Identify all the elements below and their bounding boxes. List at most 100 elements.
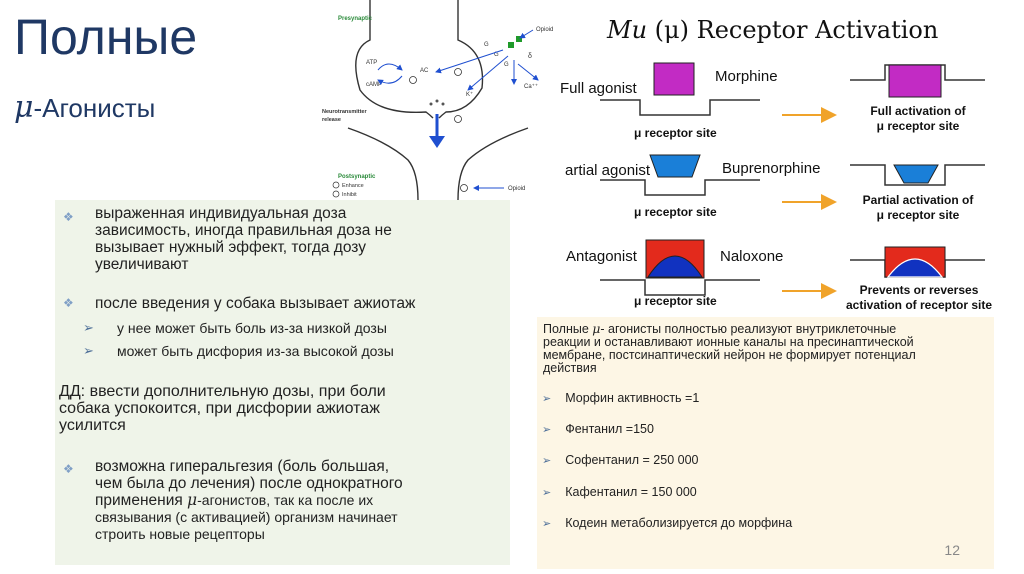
synapse-diagram: Presynaptic Opioid ATP AC cAMP K⁺ Ca⁺⁺ G… <box>322 0 553 200</box>
text-line: выраженная индивидуальная доза <box>95 205 347 222</box>
k-ion-label: K⁺ <box>466 91 473 98</box>
presynaptic-membrane <box>355 0 434 119</box>
inhibit-symbol <box>454 115 462 123</box>
diamond-bullet-icon: ❖ <box>63 296 74 310</box>
camp-label: cAMP <box>366 82 382 88</box>
reaction-arrow <box>377 63 403 71</box>
list-item-label: Фентанил =150 <box>565 422 654 436</box>
text-line: Полные μ- агонисты полностью реализуют в… <box>543 322 983 336</box>
postsynaptic-membrane <box>347 127 419 200</box>
arrow-bullet-icon: ➢ <box>542 487 552 499</box>
receptor-diagram-shapes <box>600 62 985 299</box>
buprenorphine-label: Buprenorphine <box>722 160 821 177</box>
receptor-site-shape <box>600 279 760 296</box>
buprenorphine-molecule <box>649 154 701 178</box>
text-line: activation of receptor site <box>845 298 993 312</box>
vesicle-dot <box>441 102 445 106</box>
text-line: Full activation of <box>870 104 966 118</box>
release-label: Neurotransmitter <box>322 109 367 115</box>
receptor-title: Mu (μ) Receptor Activation <box>607 16 938 44</box>
bound-morphine <box>888 64 942 98</box>
ca-ion-label: Ca⁺⁺ <box>524 83 538 90</box>
receptor-site-shape <box>600 99 760 116</box>
subtitle-text: -Агонисты <box>33 93 156 123</box>
page-subtitle: μ-Агонисты <box>14 90 155 125</box>
partial-activation-result: Partial activation of μ receptor site <box>848 193 988 223</box>
full-activation-result: Full activation of μ receptor site <box>848 104 988 134</box>
title-word: (μ) Receptor Activation <box>654 16 939 44</box>
text-line: μ receptor site <box>876 119 960 133</box>
reaction-arrow <box>377 75 403 86</box>
page-number: 12 <box>944 542 960 558</box>
text-line: возможна гиперальгезия (боль большая, <box>95 458 390 475</box>
text-line: чем была до лечения) после однократного <box>95 475 403 492</box>
text-line: строить новые рецепторы <box>95 526 265 542</box>
morphine-label: Morphine <box>715 68 778 85</box>
list-item: ➢ Кодеин метаболизируется до морфина <box>542 516 792 530</box>
arrow-bullet-icon: ➢ <box>542 393 552 405</box>
postsynaptic-membrane <box>457 127 529 200</box>
signal-arrow <box>517 63 539 81</box>
bullet-text-1: выраженная индивидуальная доза зависимос… <box>95 205 392 273</box>
text-line: вызывает нужный эффект, тогда дозу <box>95 239 366 256</box>
bound-naloxone-dome <box>886 258 944 278</box>
text-line: действия <box>543 361 597 375</box>
g-protein-label: G <box>494 52 499 58</box>
g-protein-label: G <box>504 62 509 68</box>
bullet-text-3: возможна гиперальгезия (боль большая, че… <box>95 458 403 543</box>
signal-arrow <box>435 49 504 74</box>
naloxone-label: Naloxone <box>720 248 784 265</box>
antagonist-result: Prevents or reverses activation of recep… <box>838 283 1000 313</box>
inhibit-symbol <box>460 184 468 192</box>
mu-symbol: μ <box>187 491 198 509</box>
list-item-label: Морфин активность =1 <box>565 391 700 405</box>
release-label: release <box>322 117 341 123</box>
opioid-top-label: Opioid <box>536 27 553 33</box>
postsynaptic-label: Postsynaptic <box>338 174 376 180</box>
activated-receptor-shape <box>850 164 985 186</box>
receptor-site-label: μ receptor site <box>634 126 717 140</box>
text-line: увеличивают <box>95 256 189 273</box>
signal-arrow <box>467 55 509 91</box>
mu-symbol: μ <box>592 321 601 336</box>
receptor-site-label: μ receptor site <box>634 205 717 219</box>
vesicle-dot <box>429 102 433 106</box>
sub-bullet-2: может быть дисфория из-за высокой дозы <box>117 343 394 359</box>
text-line: ДД: ввести дополнительную дозы, при боли <box>59 383 386 400</box>
atp-label: ATP <box>366 60 377 66</box>
receptor-site-label: μ receptor site <box>634 294 717 308</box>
sub-bullet-1: у нее может быть боль из-за низкой дозы <box>117 320 387 336</box>
enhance-symbol <box>332 181 340 189</box>
arrow-bullet-icon: ➢ <box>542 455 552 467</box>
partial-agonist-label: artial agonist <box>565 162 651 179</box>
arrow-bullet-icon: ➢ <box>83 320 94 335</box>
inhibit-symbol <box>454 68 462 76</box>
text-line: μ receptor site <box>876 208 960 222</box>
list-item-label: Кодеин метаболизируется до морфина <box>565 516 793 530</box>
inhibit-symbol <box>409 76 417 84</box>
right-info-panel: Полные μ- агонисты полностью реализуют в… <box>537 317 994 569</box>
antagonist-label: Antagonist <box>566 248 637 265</box>
naloxone-dome <box>647 255 703 278</box>
intro-paragraph: Полные μ- агонисты полностью реализуют в… <box>543 322 983 375</box>
title-word: Mu <box>607 16 648 44</box>
delta-label: δ <box>528 53 532 60</box>
list-item: ➢ Софентанил = 250 000 <box>542 453 698 467</box>
page-title: Полные <box>14 9 198 65</box>
text-line: мембране, постсинаптический нейрон не фо… <box>543 348 916 362</box>
presynaptic-label: Presynaptic <box>338 16 373 22</box>
arrow-bullet-icon: ➢ <box>542 518 552 530</box>
list-item-label: Софентанил = 250 000 <box>565 453 699 467</box>
bullet-text-2: после введения у собака вызывает ажиотаж <box>95 295 416 312</box>
list-item-label: Кафентанил = 150 000 <box>565 485 697 499</box>
opioid-bottom-label: Opioid <box>508 186 525 192</box>
arrow-bullet-icon: ➢ <box>542 424 552 436</box>
text-fragment: -агонистов, так ка после их <box>197 492 374 508</box>
left-text-panel: ❖ выраженная индивидуальная доза зависим… <box>55 200 510 565</box>
inhibit-label: Inhibit <box>342 192 357 198</box>
list-item: ➢ Фентанил =150 <box>542 422 654 436</box>
text-line: связывания (с активацией) организм начин… <box>95 509 398 525</box>
receptor-mark <box>508 42 514 48</box>
text-fragment: - агонисты полностью реализуют внутрикле… <box>600 322 897 336</box>
bound-buprenorphine <box>893 164 939 184</box>
